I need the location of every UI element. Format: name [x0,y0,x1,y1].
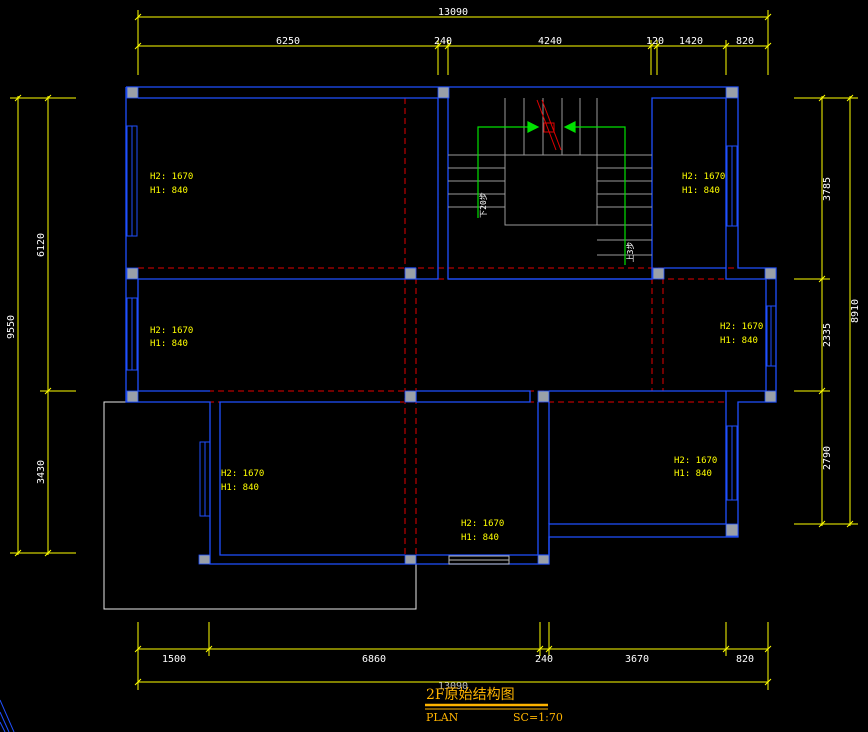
room-label-h1: H1: 840 [682,186,720,196]
corner-artifact-lines [0,699,15,732]
balcony-outline [103,401,417,610]
left-dim-2: 3430 [36,460,47,484]
right-dimension-chain [794,94,858,528]
plan-label: PLAN [426,711,459,724]
room-label-h1: H1: 840 [150,186,188,196]
bottom-dim-3: 240 [535,654,553,665]
top-dim-5: 1420 [679,36,703,47]
room-label-6: H2: 1670 H1: 840 [674,456,717,479]
left-dim-1: 6120 [36,233,47,257]
room-label-7: H2: 1670 H1: 840 [461,519,504,543]
left-total-dim: 9550 [6,315,17,339]
top-dim-2: 240 [434,36,452,47]
room-label-3: H2: 1670 H1: 840 [150,326,193,349]
top-dim-4: 120 [646,36,664,47]
top-dimension-chain [134,10,772,75]
room-label-h1: H1: 840 [461,533,499,543]
room-label-h1: H1: 840 [674,469,712,479]
room-label-h2: H2: 1670 [150,326,193,336]
columns [126,86,777,565]
bottom-dim-5: 820 [736,654,754,665]
stair-direction-arrows [477,121,626,265]
bottom-dim-2: 6860 [362,654,386,665]
stair-break-line [536,99,562,151]
left-dimension-chain [10,94,76,557]
room-label-h2: H2: 1670 [674,456,717,466]
right-total-dim: 8910 [850,299,861,323]
room-label-2: H2: 1670 H1: 840 [682,172,725,196]
top-total-dim: 13090 [438,7,468,18]
bottom-dim-4: 3670 [625,654,649,665]
room-label-h2: H2: 1670 [720,322,763,332]
windows [126,125,777,517]
top-dim-1: 6250 [276,36,300,47]
room-label-h2: H2: 1670 [221,469,264,479]
room-label-h2: H2: 1670 [682,172,725,182]
room-label-h1: H1: 840 [150,339,188,349]
bottom-door-opening [448,555,510,565]
right-dim-1: 3785 [822,177,833,201]
room-label-h1: H1: 840 [221,483,259,493]
top-dim-3: 4240 [538,36,562,47]
bottom-dimension-chain [134,622,772,690]
room-label-h2: H2: 1670 [461,519,504,529]
room-label-h2: H2: 1670 [150,172,193,182]
stair-up-label: 上3步 [626,242,635,263]
right-dim-3: 2790 [822,446,833,470]
scale-label: SC=1:70 [513,711,563,724]
room-label-4: H2: 1670 H1: 840 [720,322,763,346]
stair-down-label: 下20步 [479,192,488,218]
top-dim-6: 820 [736,36,754,47]
room-label-h1: H1: 840 [720,336,758,346]
right-dim-2: 2335 [822,323,833,347]
bottom-dim-1: 1500 [162,654,186,665]
bottom-total-dim: 13090 [438,681,468,692]
drawing-title: 2F原始结构图 [426,687,515,703]
room-label-5: H2: 1670 H1: 840 [221,469,264,493]
room-label-1: H2: 1670 H1: 840 [150,172,193,196]
